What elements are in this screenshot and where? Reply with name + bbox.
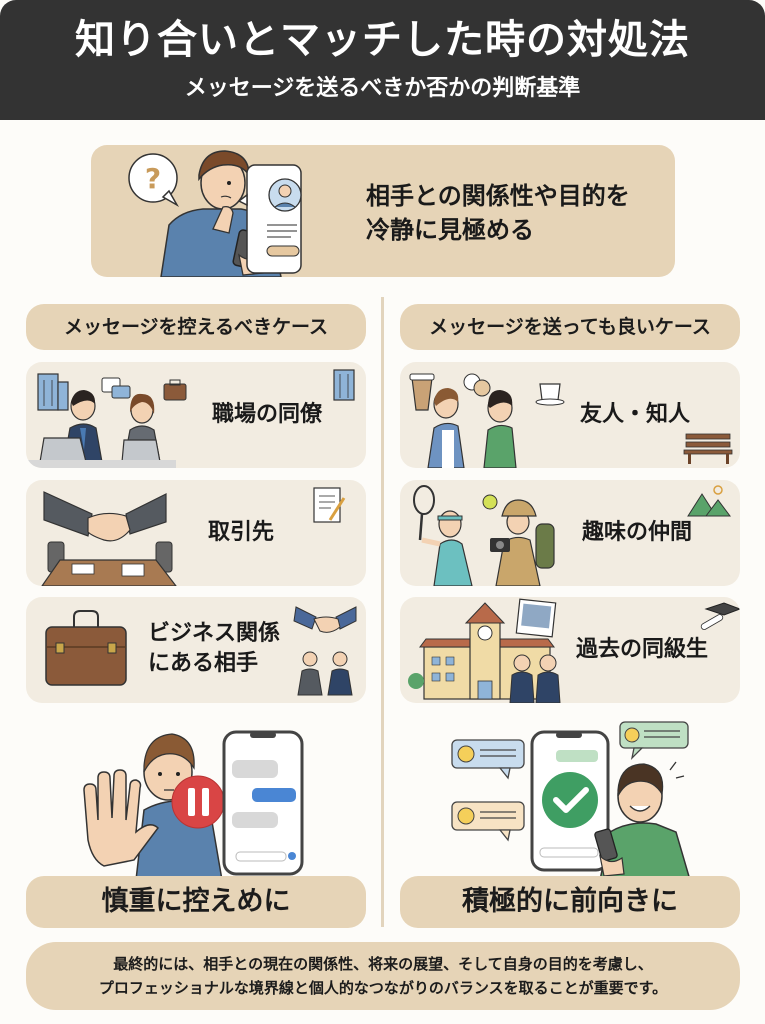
card-business-partners: ビジネス関係 にある相手 — [26, 597, 366, 703]
card-clients: 取引先 — [26, 480, 366, 586]
coffee-cup-icon — [409, 373, 435, 411]
mountains-icon — [687, 485, 731, 517]
smiley-chat-bubble-icon — [619, 721, 689, 760]
header-banner: 知り合いとマッチした時の対処法 メッセージを送るべきか否かの判断基準 — [0, 0, 765, 120]
photographer-hiker-illustration — [490, 499, 555, 586]
meeting-table-icon — [41, 541, 177, 586]
card-coworkers: 職場の同僚 — [26, 362, 366, 468]
card-label: ビジネス関係 にある相手 — [148, 619, 280, 679]
contract-document-icon — [313, 487, 346, 523]
cautious-verdict: 慎重に控えめに — [26, 876, 366, 928]
conclusion-box: 最終的には、相手との現在の関係性、将来の展望、そして自身の目的を考慮し、 プロフ… — [26, 942, 740, 1010]
cautious-scene — [26, 720, 366, 880]
students-illustration — [509, 654, 561, 703]
conclusion-line-1: 最終的には、相手との現在の関係性、将来の展望、そして自身の目的を考慮し、 — [113, 955, 653, 973]
card-label: 取引先 — [208, 520, 275, 545]
conclusion-line-2: プロフェッショナルな境界線と個人的なつながりのバランスを取ることが重要です。 — [98, 979, 668, 997]
handshake-icon — [293, 606, 357, 633]
column-divider — [381, 297, 384, 927]
card-label: 過去の同級生 — [576, 637, 709, 662]
chat-phone-icon — [222, 730, 304, 876]
coworkers-illustration — [26, 390, 176, 468]
smiley-chat-bubble-icon — [451, 739, 525, 780]
tennis-ball-icon — [482, 494, 498, 510]
graduation-cap-icon — [700, 602, 740, 630]
question-bubble-icon: ? — [128, 153, 180, 208]
briefcase-icon — [163, 379, 187, 401]
page-subtitle: メッセージを送るべきか否かの判断基準 — [184, 76, 581, 101]
card-friends: 友人・知人 — [400, 362, 740, 468]
positive-scene — [400, 720, 740, 880]
chat-bubbles-icon — [463, 373, 491, 397]
hero-line-1: 相手との関係性や目的を — [366, 182, 630, 210]
hero-line-2: 冷静に見極める — [366, 216, 534, 244]
card-hobby-friends: 趣味の仲間 — [400, 480, 740, 586]
card-label: 職場の同僚 — [212, 402, 323, 427]
svg-text:?: ? — [145, 162, 161, 195]
check-circle-icon — [530, 730, 610, 872]
card-label: 友人・知人 — [580, 402, 691, 427]
handshake-icon — [43, 491, 167, 542]
tea-cup-icon — [535, 383, 565, 406]
card-former-classmates: 過去の同級生 — [400, 597, 740, 703]
card-label-line-1: ビジネス関係 — [148, 621, 281, 646]
happy-man-phone-illustration — [594, 761, 691, 880]
friends-talking-illustration — [427, 388, 517, 468]
pause-icon — [171, 775, 225, 829]
positive-verdict: 積極的に前向きに — [400, 876, 740, 928]
smiley-chat-bubble-icon — [451, 801, 525, 842]
chat-bubbles-icon — [101, 377, 131, 399]
avoid-cases-header: メッセージを控えるべきケース — [26, 304, 366, 350]
tennis-player-illustration — [413, 485, 473, 586]
class-photo-icon — [515, 598, 557, 638]
office-building-icon — [37, 373, 69, 411]
bench-icon — [683, 433, 733, 464]
profile-card-icon — [237, 164, 302, 274]
card-label-line-2: にある相手 — [148, 651, 259, 676]
leather-briefcase-icon — [45, 610, 127, 686]
page-title: 知り合いとマッチした時の対処法 — [75, 17, 690, 63]
business-people-icon — [297, 651, 353, 696]
card-label: 趣味の仲間 — [582, 520, 693, 545]
hero-panel: ? 相手との関係性や目的を 冷静に見極める — [91, 145, 675, 277]
hero-message: 相手との関係性や目的を 冷静に見極める — [366, 179, 630, 247]
office-building-icon — [333, 369, 355, 401]
ok-cases-header: メッセージを送っても良いケース — [400, 304, 740, 350]
